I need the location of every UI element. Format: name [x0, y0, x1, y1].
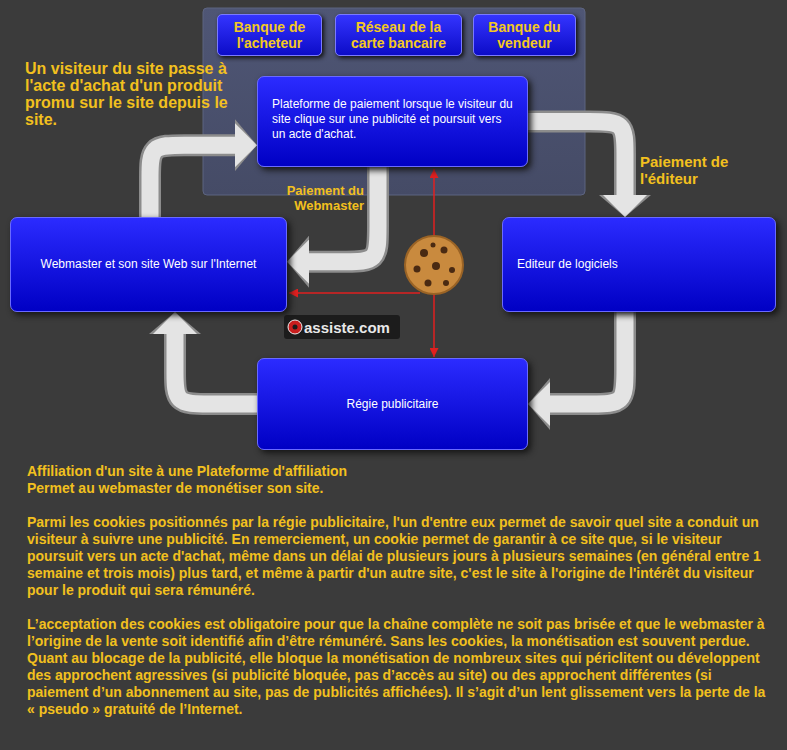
flow-arrow [309, 167, 378, 262]
arrow-outline [528, 122, 625, 196]
arrow-outline [175, 334, 257, 404]
heading: Affiliation d'un site à une Plateforme d… [27, 463, 772, 480]
text-block: Affiliation d'un site à une Plateforme d… [27, 463, 772, 718]
node-text: Plateforme de paiement lorsque le visite… [272, 97, 513, 142]
bank-box: Banque de l'acheteur [217, 14, 322, 56]
logo-badge [284, 315, 400, 339]
edge-label: Un visiteur du site passe à l'acte d'ach… [25, 60, 255, 128]
process-box: Plateforme de paiement lorsque le visite… [257, 76, 528, 167]
arrow-body [309, 167, 378, 262]
process-box: Webmaster et son site Web sur l'Internet [10, 217, 287, 312]
process-box: Régie publicitaire [257, 358, 528, 450]
arrow-outline [550, 312, 625, 404]
node-text: Banque de l'acheteur [222, 19, 317, 51]
edge-label: Paiement du Webmaster [268, 183, 364, 213]
flow-arrow [175, 334, 257, 404]
arrow-outline [150, 145, 235, 217]
heading: Permet au webmaster de monétiser son sit… [27, 480, 772, 497]
node-text: Banque du vendeur [478, 19, 571, 51]
network-box: Réseau de la carte bancaire [335, 14, 462, 56]
note: Parmi les cookies positionnés par la rég… [27, 514, 772, 599]
flow-arrow [528, 122, 625, 196]
node-text: Régie publicitaire [272, 397, 513, 412]
arrow-body [528, 122, 625, 196]
arrow-outline [309, 167, 378, 262]
arrow-body [550, 312, 625, 404]
arrow-body [175, 334, 257, 404]
bank-panel [203, 8, 585, 195]
node-text: Webmaster et son site Web sur l'Internet [25, 257, 272, 272]
flow-arrow [550, 312, 625, 404]
arrow-body [150, 145, 235, 217]
process-box: Editeur de logiciels [502, 217, 776, 312]
edge-label: Paiement de l'éditeur [640, 153, 770, 187]
flow-arrow [150, 145, 235, 217]
node-text: Editeur de logiciels [517, 257, 761, 272]
logo-text: assiste.com [304, 318, 390, 337]
node-text: Réseau de la carte bancaire [340, 19, 457, 51]
cookie-picture [405, 236, 463, 294]
note: L’acceptation des cookies est obligatoir… [27, 616, 772, 718]
bank-box: Banque du vendeur [473, 14, 576, 56]
